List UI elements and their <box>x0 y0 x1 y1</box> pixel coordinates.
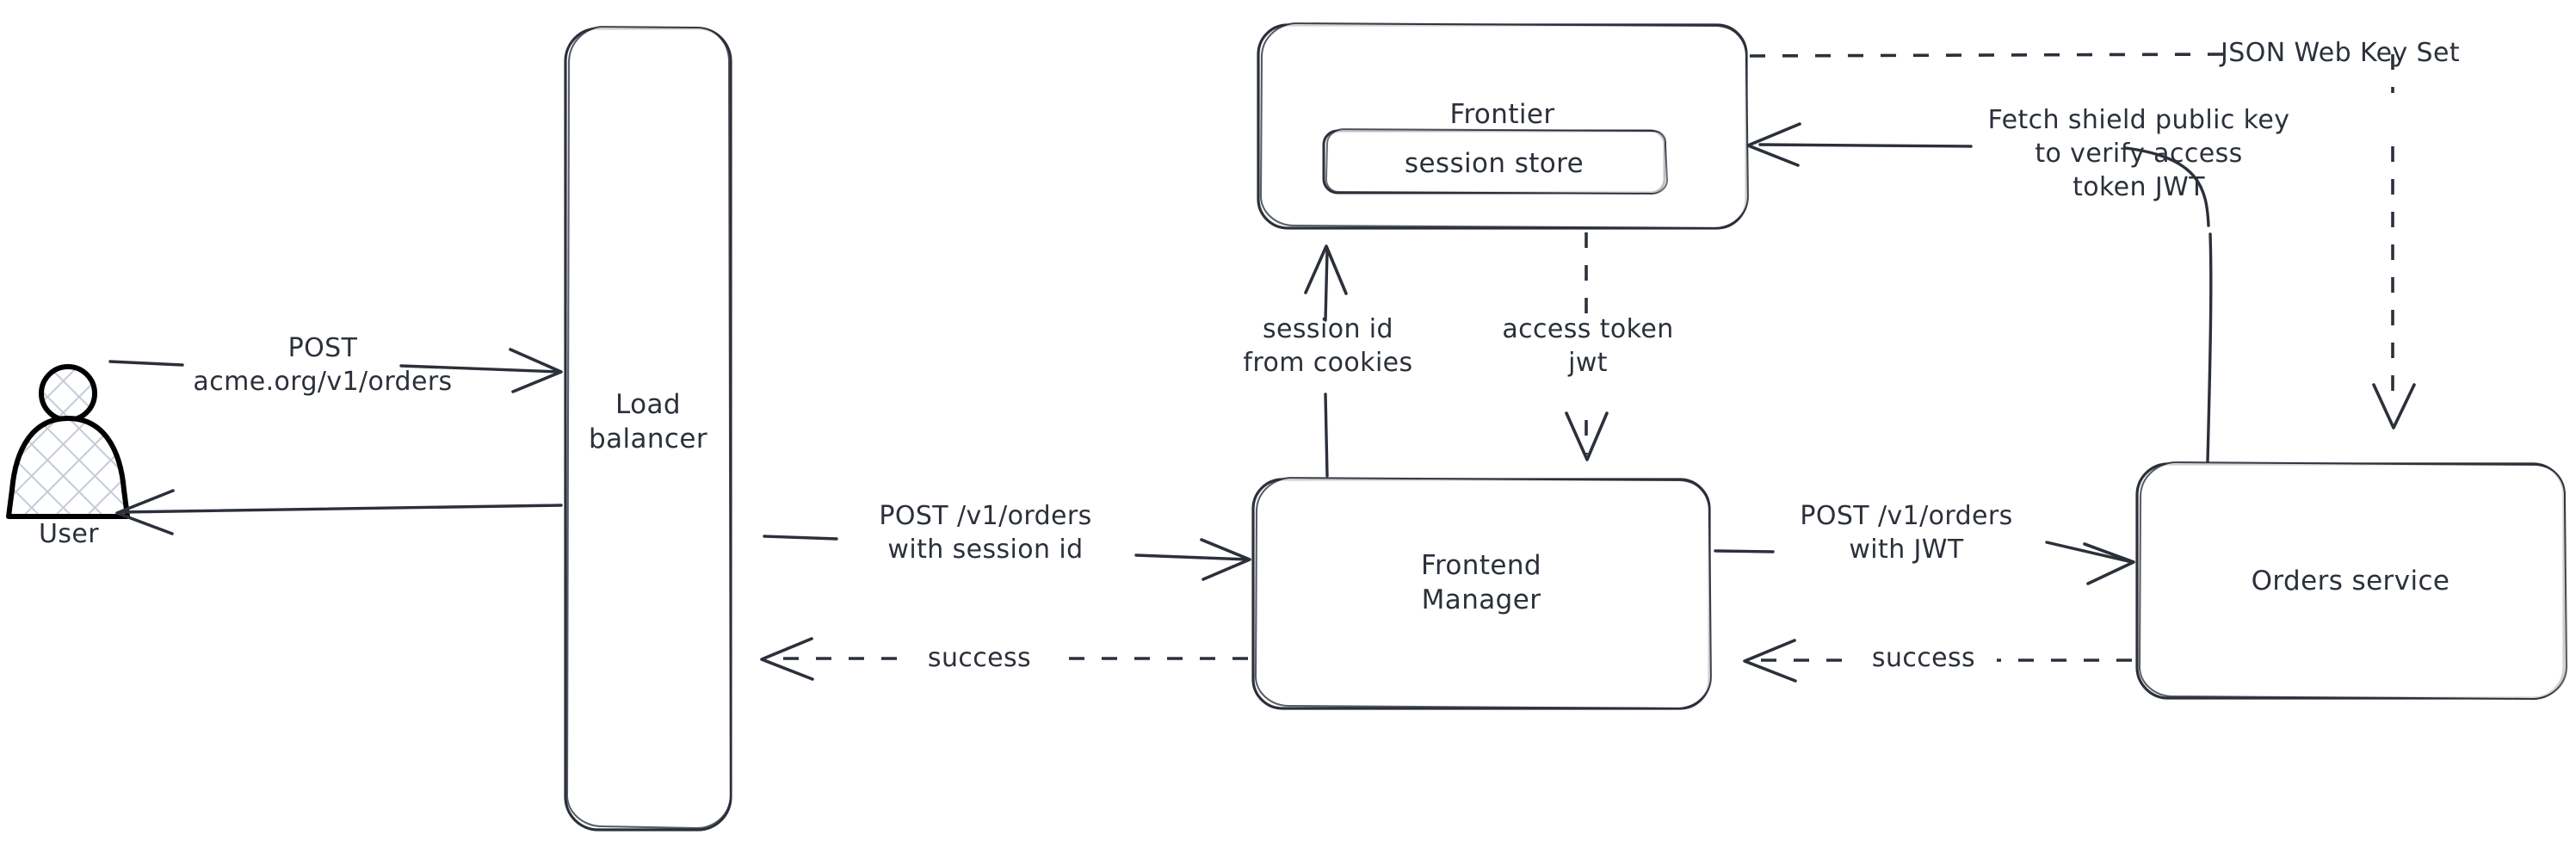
edge-label-frontier-to-orders: JSON Web Key Set <box>2221 38 2461 68</box>
edge-orders-to-fm <box>1743 639 2132 683</box>
edge-frontier-to-fm <box>1565 232 1609 461</box>
frontend-manager-sketch-overlay <box>1254 476 1713 710</box>
edge-frontier-to-orders <box>1749 53 2416 430</box>
edge-orders-to-frontier <box>1746 122 2213 463</box>
edge-lb-to-fm <box>763 535 1251 581</box>
user-label: User <box>39 519 99 549</box>
load-balancer-label: Load balancer <box>589 389 707 455</box>
node-load-balancer[interactable] <box>564 25 732 832</box>
edge-fm-to-orders <box>1714 541 2135 585</box>
edge-label-orders-to-frontier: Fetch shield public key to verify access… <box>1987 105 2290 202</box>
edge-label-orders-to-fm: success <box>1871 643 1976 673</box>
user-head-icon <box>39 364 97 423</box>
edge-label-fm-to-orders: POST /v1/orders with JWT <box>1800 501 2013 565</box>
user-body-icon <box>6 416 130 519</box>
orders-service-sketch-overlay <box>2138 461 2568 701</box>
frontier-label: Frontier <box>1449 99 1555 130</box>
session-store-sketch-overlay <box>1325 128 1668 195</box>
node-frontend-manager[interactable] <box>1251 476 1713 710</box>
node-frontier[interactable] <box>1257 22 1750 230</box>
load-balancer-sketch-overlay <box>565 25 732 830</box>
edge-lb-to-user <box>115 489 563 535</box>
edge-user-to-lb <box>108 348 563 393</box>
orders-service-label: Orders service <box>2251 566 2450 597</box>
edge-label-frontier-to-fm: access token jwt <box>1502 314 1674 378</box>
edge-label-fm-to-lb: success <box>927 643 1032 673</box>
node-orders-service[interactable] <box>2135 461 2568 701</box>
node-user[interactable] <box>6 364 130 519</box>
edge-fm-to-frontier <box>1304 244 1348 478</box>
frontend-manager-label: Frontend Manager <box>1420 550 1541 616</box>
edge-label-user-to-lb: POST acme.org/v1/orders <box>193 333 453 397</box>
edge-fm-to-lb <box>760 637 1248 681</box>
edge-label-lb-to-fm: POST /v1/orders with session id <box>879 501 1092 565</box>
session-store-label: session store <box>1404 148 1585 179</box>
edge-label-fm-to-frontier: session id from cookies <box>1243 314 1413 378</box>
